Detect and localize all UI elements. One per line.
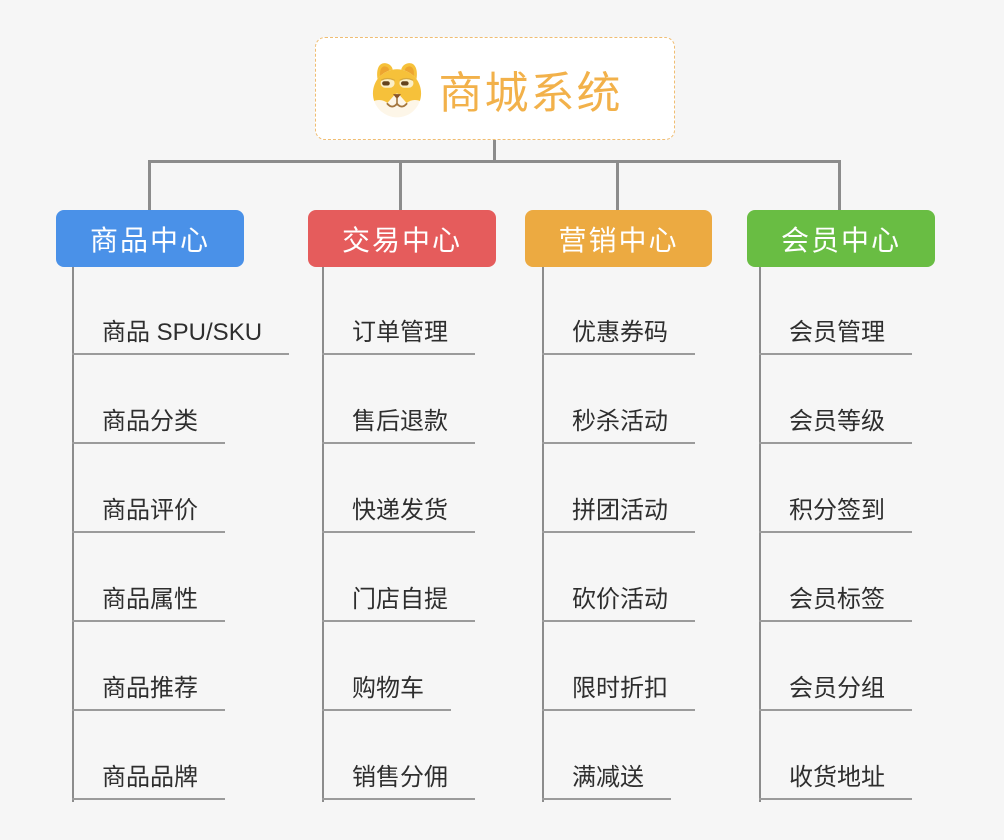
leaf-item[interactable]: 砍价活动 xyxy=(542,533,695,622)
leaf-item[interactable]: 售后退款 xyxy=(322,355,475,444)
leaf-label: 快递发货 xyxy=(352,497,448,524)
leaf-label: 销售分佣 xyxy=(352,764,448,791)
leaf-label: 满减送 xyxy=(572,764,644,791)
branch-node-products[interactable]: 商品中心 xyxy=(56,210,244,267)
leaf-item[interactable]: 销售分佣 xyxy=(322,711,475,800)
leaf-item[interactable]: 门店自提 xyxy=(322,533,475,622)
leaf-item[interactable]: 商品属性 xyxy=(72,533,225,622)
leaf-item[interactable]: 拼团活动 xyxy=(542,444,695,533)
leaf-label: 商品品牌 xyxy=(102,764,198,791)
branch-node-marketing[interactable]: 营销中心 xyxy=(525,210,712,267)
leaf-label: 会员等级 xyxy=(789,408,885,435)
connector-root-drop xyxy=(493,140,496,163)
leaf-label: 拼团活动 xyxy=(572,497,668,524)
leaf-label: 优惠券码 xyxy=(572,319,668,346)
root-node[interactable]: 商城系统 xyxy=(315,37,675,140)
branch-label: 营销中心 xyxy=(558,224,679,256)
leaf-item[interactable]: 积分签到 xyxy=(759,444,912,533)
leaf-column-products: 商品 SPU/SKU 商品分类 商品评价 商品属性 商品推荐 商品品牌 xyxy=(72,267,290,802)
leaf-item[interactable]: 满减送 xyxy=(542,711,671,800)
leaf-column-marketing: 优惠券码 秒杀活动 拼团活动 砍价活动 限时折扣 满减送 xyxy=(542,267,695,802)
leaf-item[interactable]: 限时折扣 xyxy=(542,622,695,711)
shiba-dog-icon xyxy=(372,63,421,118)
leaf-item[interactable]: 订单管理 xyxy=(322,267,475,355)
leaf-label: 门店自提 xyxy=(352,586,448,613)
leaf-item[interactable]: 快递发货 xyxy=(322,444,475,533)
branch-label: 交易中心 xyxy=(341,224,462,256)
leaf-label: 购物车 xyxy=(352,675,424,702)
leaf-item[interactable]: 商品 SPU/SKU xyxy=(72,267,290,355)
leaf-label: 商品分类 xyxy=(102,408,198,435)
leaf-label: 商品 SPU/SKU xyxy=(102,319,263,346)
connector-vertical xyxy=(542,267,544,802)
leaf-column-members: 会员管理 会员等级 积分签到 会员标签 会员分组 收货地址 xyxy=(759,267,912,802)
leaf-item[interactable]: 会员分组 xyxy=(759,622,912,711)
leaf-item[interactable]: 商品推荐 xyxy=(72,622,225,711)
leaf-label: 会员分组 xyxy=(789,675,885,702)
leaf-label: 商品属性 xyxy=(102,586,198,613)
leaf-item[interactable]: 秒杀活动 xyxy=(542,355,695,444)
leaf-label: 商品评价 xyxy=(102,497,198,524)
leaf-label: 会员管理 xyxy=(789,319,885,346)
leaf-label: 会员标签 xyxy=(789,586,885,613)
root-title: 商城系统 xyxy=(438,68,623,118)
branch-label: 商品中心 xyxy=(89,224,210,256)
leaf-item[interactable]: 商品分类 xyxy=(72,355,225,444)
branch-node-members[interactable]: 会员中心 xyxy=(747,210,935,267)
leaf-item[interactable]: 购物车 xyxy=(322,622,451,711)
leaf-column-trade: 订单管理 售后退款 快递发货 门店自提 购物车 销售分佣 xyxy=(322,267,475,802)
connector-vertical xyxy=(72,267,74,802)
leaf-item[interactable]: 会员标签 xyxy=(759,533,912,622)
leaf-label: 商品推荐 xyxy=(102,675,198,702)
branch-node-trade[interactable]: 交易中心 xyxy=(308,210,496,267)
leaf-item[interactable]: 商品品牌 xyxy=(72,711,225,800)
connector-bus xyxy=(148,160,840,163)
leaf-item[interactable]: 优惠券码 xyxy=(542,267,695,355)
branch-label: 会员中心 xyxy=(780,224,901,256)
leaf-label: 限时折扣 xyxy=(572,675,668,702)
leaf-item[interactable]: 收货地址 xyxy=(759,711,912,800)
connector-drop-products xyxy=(148,160,151,212)
leaf-item[interactable]: 会员管理 xyxy=(759,267,912,355)
leaf-label: 砍价活动 xyxy=(572,586,668,613)
leaf-item[interactable]: 商品评价 xyxy=(72,444,225,533)
connector-drop-members xyxy=(838,160,841,212)
leaf-label: 订单管理 xyxy=(352,319,448,346)
leaf-label: 秒杀活动 xyxy=(572,408,668,435)
connector-vertical xyxy=(322,267,324,802)
connector-vertical xyxy=(759,267,761,802)
leaf-label: 售后退款 xyxy=(352,408,448,435)
leaf-label: 收货地址 xyxy=(789,764,885,791)
leaf-label: 积分签到 xyxy=(789,497,885,524)
connector-drop-trade xyxy=(399,160,402,212)
leaf-item[interactable]: 会员等级 xyxy=(759,355,912,444)
connector-drop-marketing xyxy=(616,160,619,212)
